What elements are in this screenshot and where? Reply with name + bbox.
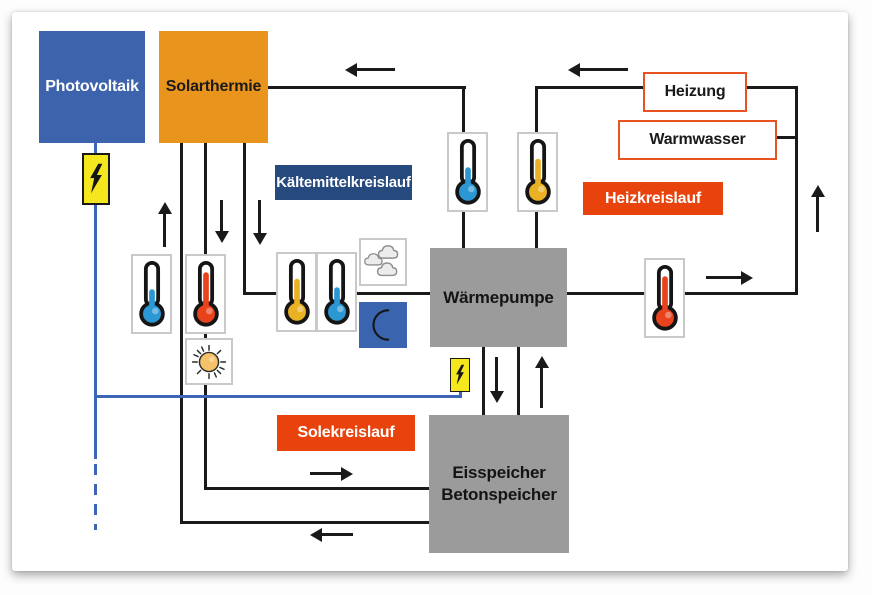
power-line-to-wp-bolt xyxy=(459,390,462,397)
clouds-glyph xyxy=(364,245,399,277)
thermometer-glyph xyxy=(323,258,350,325)
sun-icon xyxy=(185,338,233,385)
thermometer-glyph xyxy=(651,264,678,331)
power-line-horizontal xyxy=(94,395,462,398)
flow-arrow-up-icon xyxy=(540,368,543,408)
thermometer-glyph xyxy=(524,138,551,205)
thermometer-red-icon xyxy=(185,254,226,334)
solekreislauf-label: Solekreislauf xyxy=(277,415,415,451)
power-line-dashed xyxy=(94,464,97,530)
warmwasser-box: Warmwasser xyxy=(618,120,777,160)
flow-arrow-left-icon xyxy=(322,533,353,536)
pipe-solar-to-corner xyxy=(268,86,466,89)
thermometer-glyph xyxy=(138,260,165,327)
pipe-sole-upper xyxy=(204,487,429,490)
clouds-icon xyxy=(359,238,407,286)
thermometer-glyph xyxy=(283,258,310,325)
speicher-box: Eisspeicher Betonspeicher xyxy=(429,415,569,553)
lightning-icon xyxy=(450,358,470,392)
flow-arrow-left-icon xyxy=(357,68,395,71)
lightning-icon xyxy=(82,153,110,205)
photovoltaik-box: Photovoltaik xyxy=(39,31,145,143)
pipe-solar-line-1 xyxy=(180,143,183,524)
heizung-box: Heizung xyxy=(643,72,747,112)
power-line-pv-down xyxy=(94,143,97,459)
thermometer-glyph xyxy=(454,138,481,205)
flow-arrow-left-icon xyxy=(580,68,628,71)
solekreislauf-text: Solekreislauf xyxy=(297,424,395,441)
waermepumpe-box: Wärmepumpe xyxy=(430,248,567,347)
heizkreislauf-text: Heizkreislauf xyxy=(604,189,702,207)
heizung-label: Heizung xyxy=(664,83,726,100)
photovoltaik-label: Photovoltaik xyxy=(45,78,139,95)
waermepumpe-label: Wärmepumpe xyxy=(443,287,554,307)
thermometer-blue-icon xyxy=(447,132,488,212)
heizkreislauf-label: Heizkreislauf xyxy=(583,182,723,215)
thermometer-red-icon xyxy=(644,258,685,338)
thermometer-yellow-icon xyxy=(276,252,317,332)
flow-arrow-right-icon xyxy=(706,276,741,279)
thermometer-blue-icon xyxy=(131,254,172,334)
kaeltemittelkreislauf-label: Kältemittelkreislauf xyxy=(275,165,412,200)
pipe-right-riser xyxy=(795,86,798,295)
flow-arrow-up-icon xyxy=(816,197,819,232)
flow-arrow-right-icon xyxy=(310,472,341,475)
moon-icon xyxy=(359,302,407,348)
pipe-wp-speicher-right xyxy=(517,347,520,415)
flow-arrow-down-icon xyxy=(258,200,261,233)
sun-glyph xyxy=(191,344,227,379)
pipe-warmwasser-stub xyxy=(771,136,798,139)
pipe-sole-lower xyxy=(180,521,429,524)
lightning-bolt-glyph xyxy=(90,163,103,194)
lightning-bolt-glyph xyxy=(456,364,465,385)
flow-arrow-up-icon xyxy=(163,214,166,247)
flow-arrow-down-icon xyxy=(220,200,223,231)
moon-glyph xyxy=(372,309,390,341)
thermometer-yellow-icon xyxy=(517,132,558,212)
betonspeicher-label: Betonspeicher xyxy=(441,485,557,504)
solarthermie-label: Solarthermie xyxy=(165,78,262,95)
flow-arrow-down-icon xyxy=(495,357,498,391)
thermometer-glyph xyxy=(192,260,219,327)
eisspeicher-label: Eisspeicher xyxy=(452,463,546,482)
warmwasser-label: Warmwasser xyxy=(649,131,746,148)
solarthermie-box: Solarthermie xyxy=(159,31,268,143)
pipe-wp-speicher-left xyxy=(482,347,485,415)
kaeltemittelkreislauf-text: Kältemittelkreislauf xyxy=(276,174,411,191)
pipe-solar-line-3 xyxy=(243,143,246,295)
thermometer-blue-icon xyxy=(316,252,357,332)
